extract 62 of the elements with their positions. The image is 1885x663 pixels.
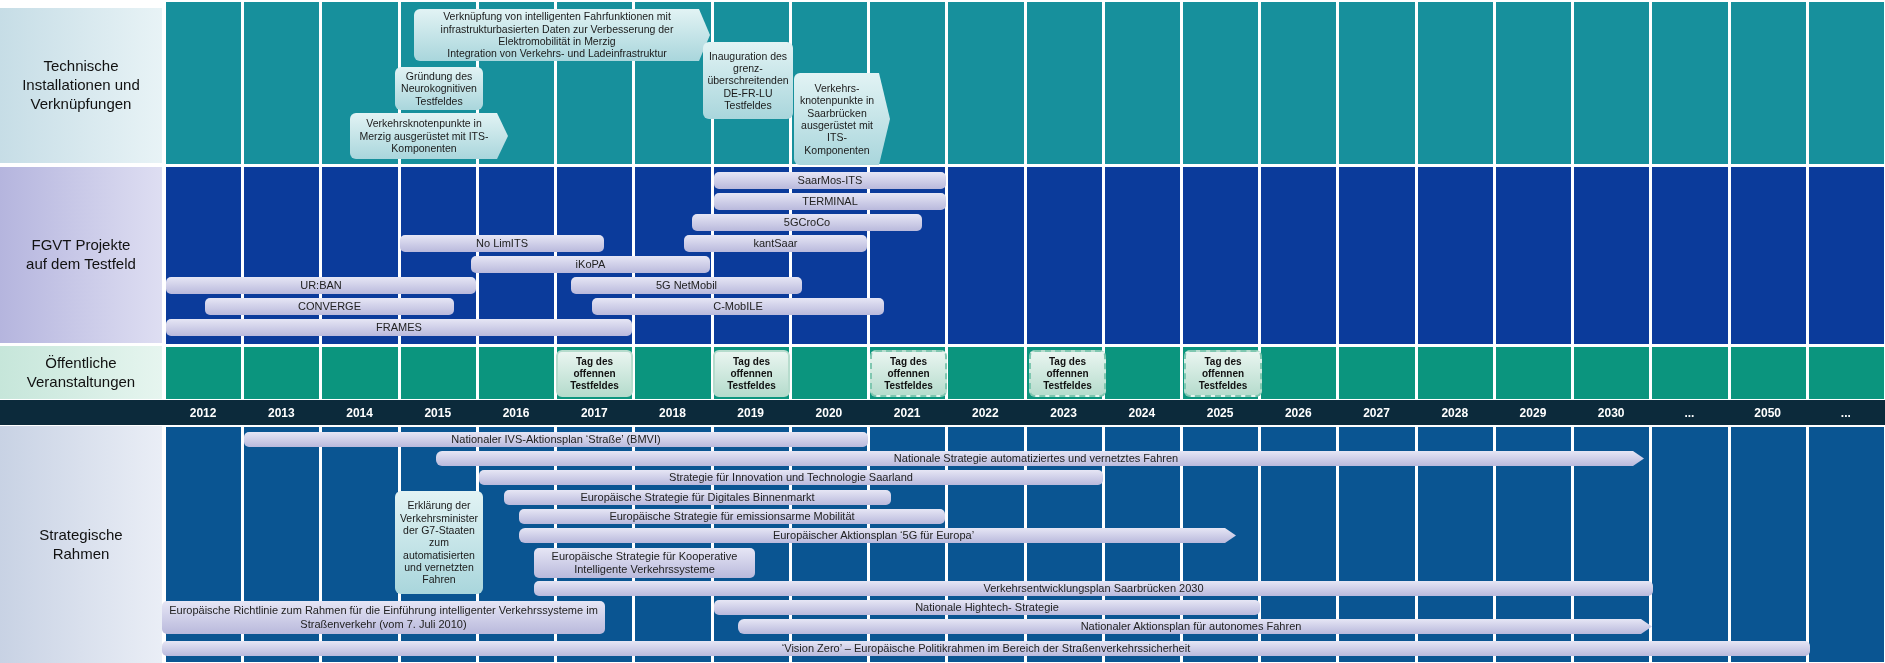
year-label: 2028 [1440, 404, 1470, 422]
year-label: 2014 [345, 404, 374, 422]
timeline-bar: CONVERGE [205, 298, 454, 315]
timeline-bar: kantSaar [684, 235, 867, 252]
timeline-bar: Nationale Hightech- Strategie [714, 600, 1260, 615]
year-label: ... [1839, 404, 1852, 422]
timeline-arrow-bar: Nationaler Aktionsplan für autonomes Fahren [738, 619, 1652, 634]
timeline-bar: FRAMES [166, 319, 632, 336]
event-box: Tag des offennen Testfeldes [713, 350, 790, 397]
year-label: 2027 [1362, 404, 1391, 422]
year-label: 2024 [1127, 404, 1157, 422]
milestone-arrow-callout: Verkehrs- knotenpunkte in Saarbrücken ausgerüstet mit ITS- Komponenten [794, 73, 890, 165]
timeline-bar: Verkehrsentwicklungsplan Saarbrücken 2030 [534, 581, 1653, 596]
milestone-callout: Inauguration des grenz- überschreitenden DE-FR-LU Testfeldes [703, 42, 793, 119]
timeline-bar: Europäische Richtlinie zum Rahmen für die Einführung intelligenter Verkehrssysteme im Straßenverkehr (vom 7. Juli 2010) [162, 601, 605, 634]
year-label: 2017 [579, 404, 609, 422]
timeline-bar: 5G NetMobil [571, 277, 802, 294]
timeline-bar: UR:BAN [166, 277, 476, 294]
milestone-arrow-callout: Verkehrsknotenpunkte in Merzig ausgerüstet mit ITS-Komponenten [350, 113, 508, 159]
event-box: Tag des offennen Testfeldes [556, 350, 633, 397]
timeline-bar: iKoPA [471, 256, 710, 273]
year-label: 2020 [814, 404, 844, 422]
year-label: 2025 [1205, 404, 1235, 422]
milestone-callout: Gründung des Neurokognitiven Testfeldes [395, 67, 483, 110]
year-label: 2015 [423, 404, 453, 422]
callout-text: Verknüpfung von intelligenten Fahrfunktionen mit infrastrukturbasierten Daten zur Verbesserung der Elektromobilität in Merzig [439, 10, 675, 48]
timeline-bar: Europäische Strategie für emissionsarme Mobilität [519, 509, 945, 524]
year-label: 2018 [658, 404, 687, 422]
year-label: 2016 [501, 404, 531, 422]
milestone-arrow-callout [414, 9, 710, 61]
event-box: Tag des offennen Testfeldes [870, 350, 947, 397]
timeline-bar: No LimITS [400, 235, 604, 252]
year-label: 2023 [1049, 404, 1078, 422]
year-label: 2030 [1596, 404, 1626, 422]
timeline-bar: Europäische Strategie für Kooperative Intelligente Verkehrssysteme [534, 548, 755, 578]
year-label: 2019 [736, 404, 766, 422]
row-header: Öffentliche Veranstaltungen [0, 346, 162, 399]
timeline-bar: TERMINAL [714, 193, 946, 210]
timeline-arrow-bar: Europäischer Aktionsplan ‘5G für Europa’ [519, 528, 1236, 543]
callout-text: Integration von Verkehrs- und Ladeinfrastruktur [447, 47, 667, 60]
year-label: 2050 [1753, 404, 1782, 422]
year-label: 2029 [1518, 404, 1548, 422]
timeline-bar: SaarMos-ITS [714, 172, 946, 189]
year-label: ... [1683, 404, 1696, 422]
timeline-bar: Europäische Strategie für Digitales Binnenmarkt [504, 490, 891, 505]
row-header: FGVT Projekte auf dem Testfeld [0, 167, 162, 343]
event-box: Tag des offennen Testfeldes [1184, 350, 1262, 397]
year-label: 2021 [892, 404, 922, 422]
timeline-arrow-bar: Nationale Strategie automatiziertes und vernetztes Fahren [436, 451, 1644, 466]
year-label: 2022 [971, 404, 1000, 422]
year-label: 2013 [266, 404, 296, 422]
timeline-bar: Nationaler IVS-Aktionsplan ‘Straße’ (BMVI) [244, 432, 868, 447]
timeline-bar: 5GCroCo [692, 214, 922, 231]
year-label: 2012 [188, 404, 218, 422]
row-header: Technische Installationen und Verknüpfungen [0, 8, 162, 163]
row-header: Strategische Rahmen [0, 426, 162, 663]
event-box: Tag des offennen Testfeldes [1029, 350, 1106, 397]
year-label: 2026 [1283, 404, 1313, 422]
timeline-bar: C-MobILE [592, 298, 884, 315]
milestone-callout: Erklärung der Verkehrsminister der G7-Staaten zum automatisierten und vernetzten Fahren [395, 491, 483, 594]
timeline-bar: Strategie für Innovation und Technologie Saarland [479, 470, 1103, 485]
timeline-bar: ‘Vision Zero’ – Europäische Politikrahmen im Bereich der Straßenverkehrssicherheit [162, 641, 1810, 656]
